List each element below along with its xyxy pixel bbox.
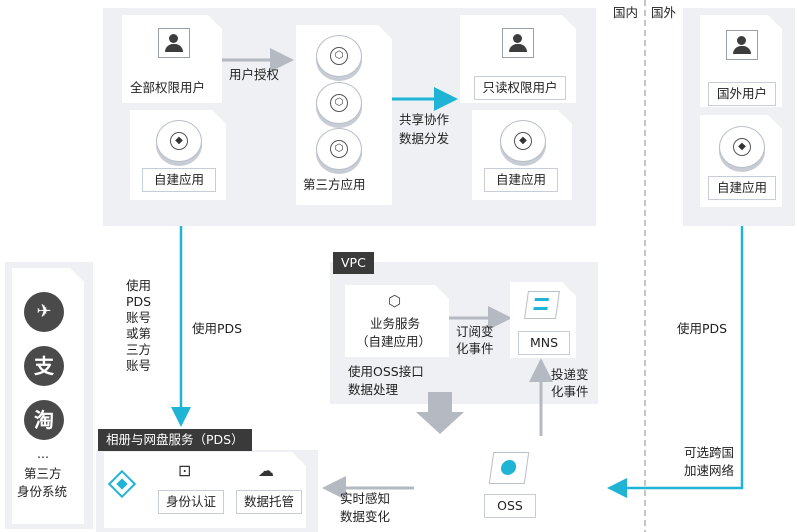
app-disk-icon: ◆ [500, 120, 546, 162]
oss-api-line2: 数据处理 [348, 382, 399, 397]
oss-api-big-arrow [416, 392, 464, 434]
account-label-5: 账号 [126, 358, 152, 373]
deliver-label-line2: 化事件 [551, 384, 589, 399]
cube-icon: ⬡ [388, 292, 402, 310]
cube-disk-icon: ⬡ [316, 82, 362, 124]
biz-service-line2: （自建应用） [356, 334, 432, 349]
deliver-label-line1: 投递变 [551, 367, 589, 382]
share-label-line1: 共享协作 [399, 112, 450, 127]
overseas-user-label: 国外用户 [708, 82, 776, 106]
cube-disk-icon: ⬡ [316, 35, 362, 77]
identity-label-line1: 第三方 [24, 466, 62, 481]
subscribe-label-line2: 化事件 [456, 341, 494, 356]
account-label-3: 或第 [126, 326, 152, 341]
dingtalk-icon: ✈ [24, 292, 64, 332]
self-app-label-1: 自建应用 [142, 168, 216, 192]
overseas-pds-arrow [607, 226, 744, 498]
user-auth-label: 用户授权 [229, 67, 280, 82]
pds-tag: 相册与网盘服务（PDS） [98, 429, 252, 451]
data-hosting-icon: ☁ [258, 461, 274, 480]
cube-disk-icon: ⬡ [316, 128, 362, 170]
account-label-4: 三方 [126, 342, 152, 357]
domestic-label: 国内 [613, 5, 639, 20]
identity-ellipsis: ... [37, 446, 49, 461]
oss-icon [488, 452, 530, 484]
vpc-tag: VPC [333, 252, 374, 274]
user-icon [158, 28, 190, 58]
alipay-icon: 支 [24, 346, 64, 386]
mns-label: MNS [518, 331, 570, 355]
hosting-label: 数据托管 [236, 490, 302, 514]
use-pds-label-right: 使用PDS [677, 321, 728, 336]
app-disk-icon: ◆ [156, 120, 202, 162]
id-card-icon: ⊡ [178, 461, 192, 480]
realtime-line1: 实时感知 [340, 491, 391, 506]
app-disk-icon: ◆ [719, 126, 765, 168]
accel-line1: 可选跨国 [684, 445, 735, 460]
mns-icon [524, 291, 560, 319]
accel-line2: 加速网络 [684, 463, 735, 478]
biz-service-card [345, 285, 449, 357]
self-app-label-2: 自建应用 [484, 168, 558, 192]
user-icon [502, 28, 534, 58]
account-label-1: PDS [126, 294, 152, 309]
share-label-line2: 数据分发 [399, 131, 450, 146]
taobao-icon: 淘 [24, 400, 64, 440]
overseas-self-app-label: 自建应用 [708, 176, 776, 200]
account-label-0: 使用 [126, 278, 152, 293]
identity-label-line2: 身份系统 [17, 484, 68, 499]
subscribe-label-line1: 订阅变 [456, 324, 494, 339]
overseas-label: 国外 [651, 5, 677, 20]
account-label-2: 账号 [126, 310, 152, 325]
oss-label: OSS [484, 494, 536, 518]
user-icon [726, 30, 758, 60]
oss-api-line1: 使用OSS接口 [348, 364, 424, 379]
third-party-app-label: 第三方应用 [303, 177, 366, 192]
biz-service-line1: 业务服务 [370, 316, 421, 331]
auth-label: 身份认证 [158, 490, 224, 514]
realtime-line2: 数据变化 [340, 509, 391, 524]
use-pds-label-left: 使用PDS [192, 321, 243, 336]
readonly-user-label: 只读权限用户 [474, 76, 566, 100]
full-permission-user-label: 全部权限用户 [130, 80, 206, 95]
